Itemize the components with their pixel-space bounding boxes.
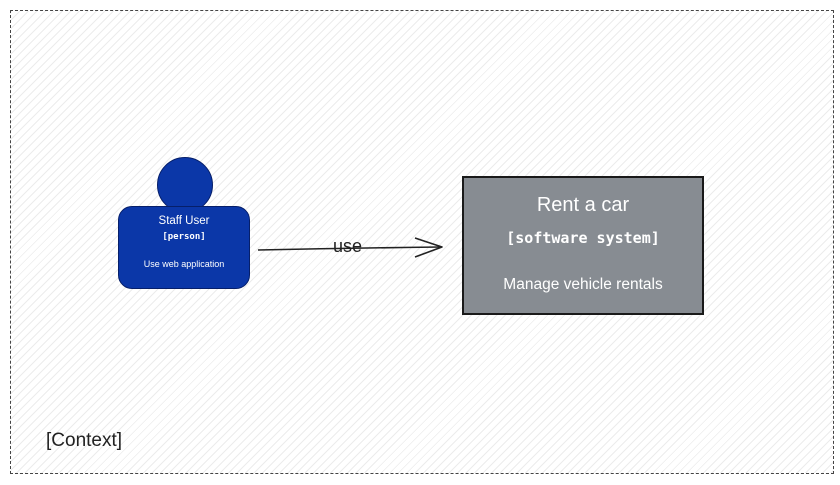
person-type: [person] (162, 232, 206, 242)
person-name: Staff User (158, 215, 210, 227)
system-name: Rent a car (536, 194, 630, 216)
boundary-label: [Context] (46, 430, 123, 451)
person-body: Staff User [person] Use web application (118, 206, 250, 289)
arrow-right-icon (414, 237, 443, 258)
software-system-node[interactable]: Rent a car [software system] Manage vehi… (462, 176, 704, 315)
arrow-line (257, 246, 442, 251)
relationship-label: use (333, 236, 363, 256)
system-type: [software system] (506, 229, 660, 247)
system-description: Manage vehicle rentals (503, 276, 663, 293)
person-description: Use web application (143, 259, 225, 269)
